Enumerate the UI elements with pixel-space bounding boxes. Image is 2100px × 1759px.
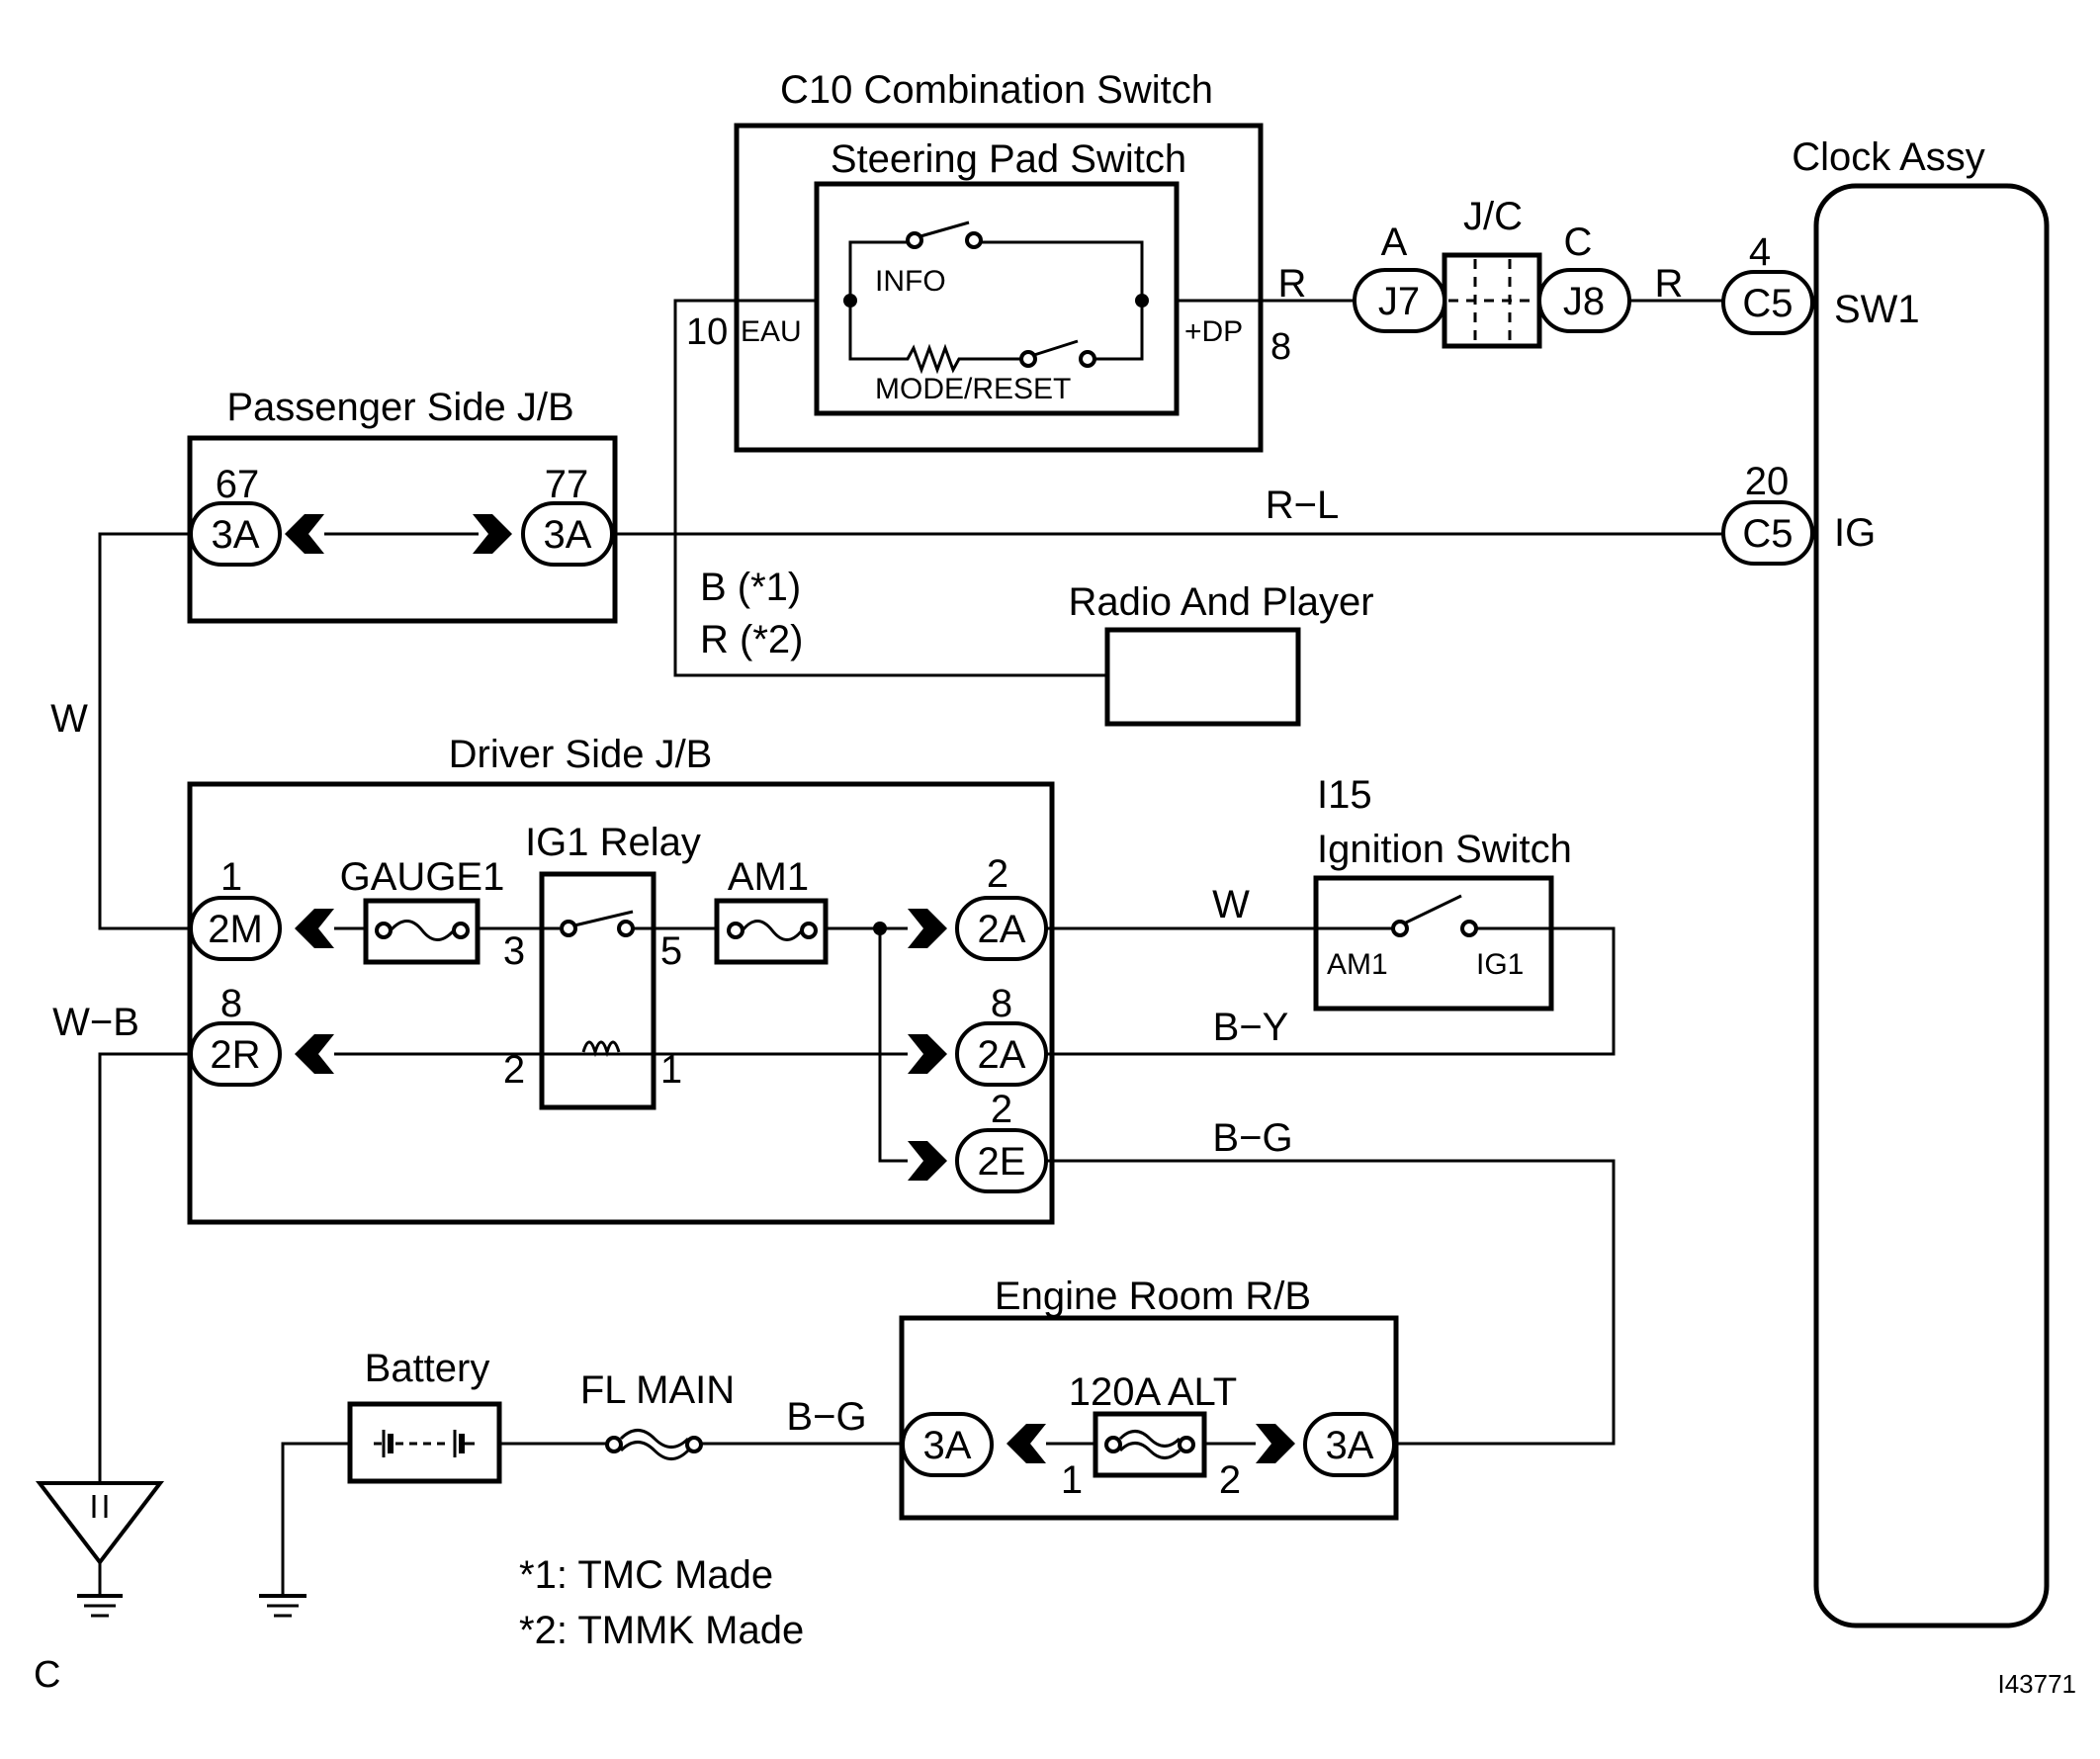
junction-connector: J/C A C J7 J8 [1353,195,1631,349]
wire-label-b-g-bottom: B−G [786,1395,866,1439]
notes: *1: TMC Made *2: TMMK Made C I43771 [34,1553,2076,1699]
gauge1-label: GAUGE1 [340,855,505,899]
relay-pin-2: 2 [503,1048,525,1092]
wire-label-b-y: B−Y [1213,1006,1289,1049]
am1-fuse-label: AM1 [728,855,809,899]
pj-3a-left-label: 3A [212,513,260,557]
c5-ig-pin: 20 [1745,460,1790,503]
c5-sw1-label: C5 [1742,282,1793,325]
ignition-box [1313,875,1554,1011]
passenger-jb-title: Passenger Side J/B [226,386,573,429]
dp-pin: 8 [1270,326,1291,368]
wire-label-w-left: W [50,697,88,741]
radio-title: Radio And Player [1068,580,1373,624]
relay-pin-3: 3 [503,929,525,973]
fl-main-label: FL MAIN [580,1368,735,1412]
c5-sw1-connector [1721,270,1814,335]
wire-label-b-g-top: B−G [1212,1116,1292,1160]
radio-box [1104,627,1301,727]
wire-label-r-l: R−L [1266,484,1340,527]
wire-label-w-b: W−B [52,1001,139,1044]
wire-label-r-1: R [1278,262,1307,306]
dj-2a-mid-pin: 8 [991,982,1012,1025]
ignition-title: Ignition Switch [1317,828,1572,871]
ig1-relay-title: IG1 Relay [525,821,701,864]
dj-2a-mid-label: 2A [978,1033,1026,1077]
clock-title: Clock Assy [1792,135,1985,179]
battery-title: Battery [365,1347,490,1390]
note-tmmk: *2: TMMK Made [519,1609,804,1652]
steering-pad-switch-title: Steering Pad Switch [831,137,1186,181]
combination-switch: C10 Combination Switch Steering Pad Swit… [686,68,1291,453]
info-label: INFO [875,265,946,298]
sw1-label: SW1 [1834,288,1920,331]
mode-reset-label: MODE/RESET [875,373,1071,405]
wires [98,299,1723,1594]
pj-pin-left: 67 [216,463,260,506]
am1-fuse [714,898,829,965]
er-3a-left-label: 3A [923,1424,972,1467]
combination-switch-title: C10 Combination Switch [780,68,1213,112]
dj-2a-top-label: 2A [978,908,1026,951]
ignition-code: I15 [1317,773,1372,817]
jc-a-label: A [1381,220,1408,264]
ignition-am1: AM1 [1327,948,1388,981]
wire-label-r-2: R [1655,262,1684,306]
dj-2a-top-pin: 2 [987,852,1008,896]
alt-pin-1: 1 [1061,1458,1083,1502]
wire-label-radio-b: B (*1) [700,566,801,609]
ground-triangle [35,1481,165,1566]
dj-2r-pin: 8 [220,982,242,1025]
note-tmc: *1: TMC Made [519,1553,773,1597]
figure-id: I43771 [1997,1669,2076,1699]
wire-labels: R R R−L B (*1) R (*2) W W−B W B−Y B−G B−… [50,262,1683,1439]
clock-box [1813,183,2050,1628]
combination-switch-box [734,123,1264,453]
steering-pad-switch-box [814,181,1180,416]
dj-2e-pin: 2 [991,1088,1012,1131]
driver-side-jb: Driver Side J/B 1 2M GAUGE1 IG1 Relay 3 … [187,733,1055,1225]
engine-rb-box [899,1315,1399,1521]
gauge1-fuse [363,898,481,965]
dj-2m-pin: 1 [220,855,242,899]
c5-sw1-pin: 4 [1749,230,1771,274]
dj-2e-label: 2E [978,1140,1026,1184]
relay-pin-5: 5 [660,929,682,973]
battery-circuit: Battery FL MAIN [347,1347,735,1484]
eau-pin: 10 [686,311,728,353]
eau-label: EAU [741,315,802,348]
j7-label: J7 [1378,280,1420,323]
pj-pin-right: 77 [545,463,589,506]
ignition-switch: I15 Ignition Switch AM1 IG1 [1313,773,1572,1011]
wire-label-w-top: W [1212,883,1250,926]
c5-ig-label: C5 [1742,512,1793,556]
jc-c-label: C [1564,220,1593,264]
engine-rb-title: Engine Room R/B [995,1275,1311,1318]
pj-3a-right-label: 3A [544,513,592,557]
corner-label: C [34,1654,60,1696]
alt-pin-2: 2 [1219,1458,1241,1502]
radio-and-player: Radio And Player [1068,580,1374,727]
alt-fuse-label: 120A ALT [1069,1370,1238,1414]
dj-2m-label: 2M [208,908,263,951]
dp-label: +DP [1184,315,1243,348]
dj-2r-label: 2R [210,1033,260,1077]
engine-room-rb: Engine Room R/B 3A 120A ALT 1 2 3A [899,1275,1399,1521]
jc-title: J/C [1463,195,1523,238]
driver-jb-title: Driver Side J/B [449,733,713,776]
ig1-relay-box [539,871,656,1110]
clock-assy: Clock Assy 4 C5 SW1 20 C5 IG [1721,135,2050,1628]
er-3a-right-label: 3A [1326,1424,1374,1467]
relay-pin-1: 1 [660,1048,682,1092]
driver-jb-box [187,781,1055,1225]
ignition-ig1: IG1 [1476,948,1524,981]
ground-symbols [35,1481,306,1618]
ig-label: IG [1834,511,1876,555]
j8-label: J8 [1563,280,1605,323]
passenger-side-jb: Passenger Side J/B 67 3A 77 3A [187,386,618,624]
wire-label-radio-r: R (*2) [700,618,803,661]
